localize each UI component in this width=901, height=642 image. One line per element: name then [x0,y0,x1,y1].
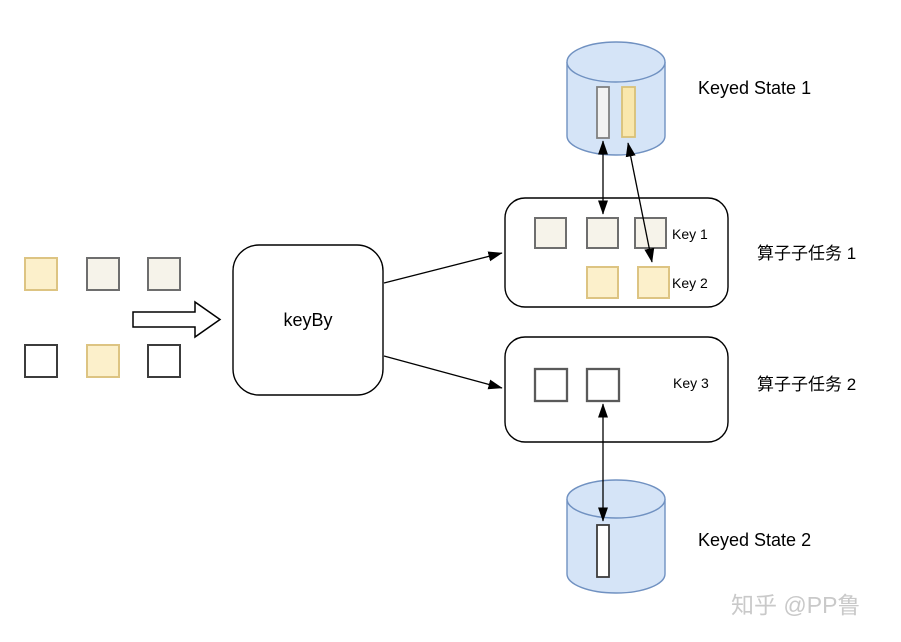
key1-square [586,217,619,249]
input-stream [24,257,222,378]
keyed-state-1-cylinder [566,41,666,156]
keyby-operator: keyBy [232,244,384,396]
cylinder-body [566,62,666,156]
keyby-box [232,244,384,396]
input-square-white [24,344,58,378]
key1-label: Key 1 [672,226,708,242]
right-block-arrow-icon [132,300,222,339]
keyed-state-1-label: Keyed State 1 [698,78,811,98]
key1-square [534,217,567,249]
state-slot-white [596,524,610,578]
input-square-cream [86,257,120,291]
key3-square [533,367,569,403]
subtask-2-title: 算子子任务 2 [757,375,856,394]
operator-subtask-2: Key 3 [504,336,729,443]
state-slot-gray [596,86,610,139]
keyed-state-2-cylinder [566,479,666,594]
key2-label: Key 2 [672,275,708,291]
key3-square [585,367,621,403]
subtask-1-title: 算子子任务 1 [757,244,856,263]
input-square-cream [147,257,181,291]
key2-square [586,266,619,299]
state-slot-yellow [621,86,636,138]
arrow-state1-key2 [625,142,655,263]
keyed-state-2-label: Keyed State 2 [698,530,811,550]
cylinder-body [566,499,666,594]
input-square-yellow [86,344,120,378]
key1-square [634,217,667,249]
input-square-white [147,344,181,378]
arrow-keyby-to-subtask1 [383,251,503,284]
arrow-keyby-to-subtask2 [383,355,503,390]
watermark: 知乎 @PP鲁 [731,592,860,618]
input-square-yellow [24,257,58,291]
cylinder-top [566,41,666,83]
keyby-label: keyBy [283,310,332,330]
operator-subtask-1: Key 1 Key 2 [504,197,729,308]
key3-label: Key 3 [673,375,709,391]
key2-square [637,266,670,299]
cylinder-top [566,479,666,519]
